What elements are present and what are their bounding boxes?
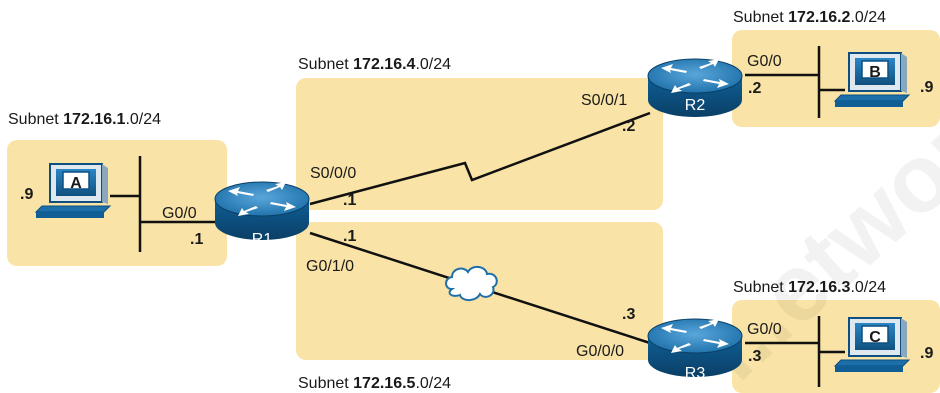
r1-g00-address: .1 <box>190 231 203 248</box>
r1-g010-interface: G0/1/0 <box>306 258 354 275</box>
host-c-address: .9 <box>920 345 933 362</box>
r1-g010-address: .1 <box>343 228 356 245</box>
subnet-2-label: Subnet 172.16.2.0/24 <box>733 9 886 26</box>
serial-link-r1-r2 <box>309 111 651 206</box>
r1-s000-interface: S0/0/0 <box>310 165 356 182</box>
router-r2-label: R2 <box>685 97 706 114</box>
r2-g00-interface: G0/0 <box>747 53 782 70</box>
r1-g00-interface: G0/0 <box>162 205 197 222</box>
host-a-label: A <box>70 175 82 192</box>
subnet-4-area <box>296 78 663 210</box>
subnet-3-label: Subnet 172.16.3.0/24 <box>733 279 886 296</box>
r2-g00-address: .2 <box>748 80 761 97</box>
router-r3-label: R3 <box>685 365 706 382</box>
subnet-4-label: Subnet 172.16.4.0/24 <box>298 56 451 73</box>
host-b-label: B <box>869 64 881 81</box>
host-a-address: .9 <box>20 186 33 203</box>
router-r1-label: R1 <box>252 231 273 248</box>
host-c-label: C <box>869 329 881 346</box>
r1-s000-address: .1 <box>343 192 356 209</box>
r2-s001-interface: S0/0/1 <box>581 92 627 109</box>
r3-g000-address: .3 <box>622 306 635 323</box>
r3-g00-interface: G0/0 <box>747 321 782 338</box>
host-b-address: .9 <box>920 79 933 96</box>
r3-g000-interface: G0/0/0 <box>576 343 624 360</box>
subnet-1-label: Subnet 172.16.1.0/24 <box>8 111 161 128</box>
subnet-5-label: Subnet 172.16.5.0/24 <box>298 375 451 392</box>
subnet-2-area <box>732 30 940 127</box>
wan-cloud-icon <box>445 266 498 302</box>
r3-g00-address: .3 <box>748 348 761 365</box>
r2-s001-address: .2 <box>622 118 635 135</box>
